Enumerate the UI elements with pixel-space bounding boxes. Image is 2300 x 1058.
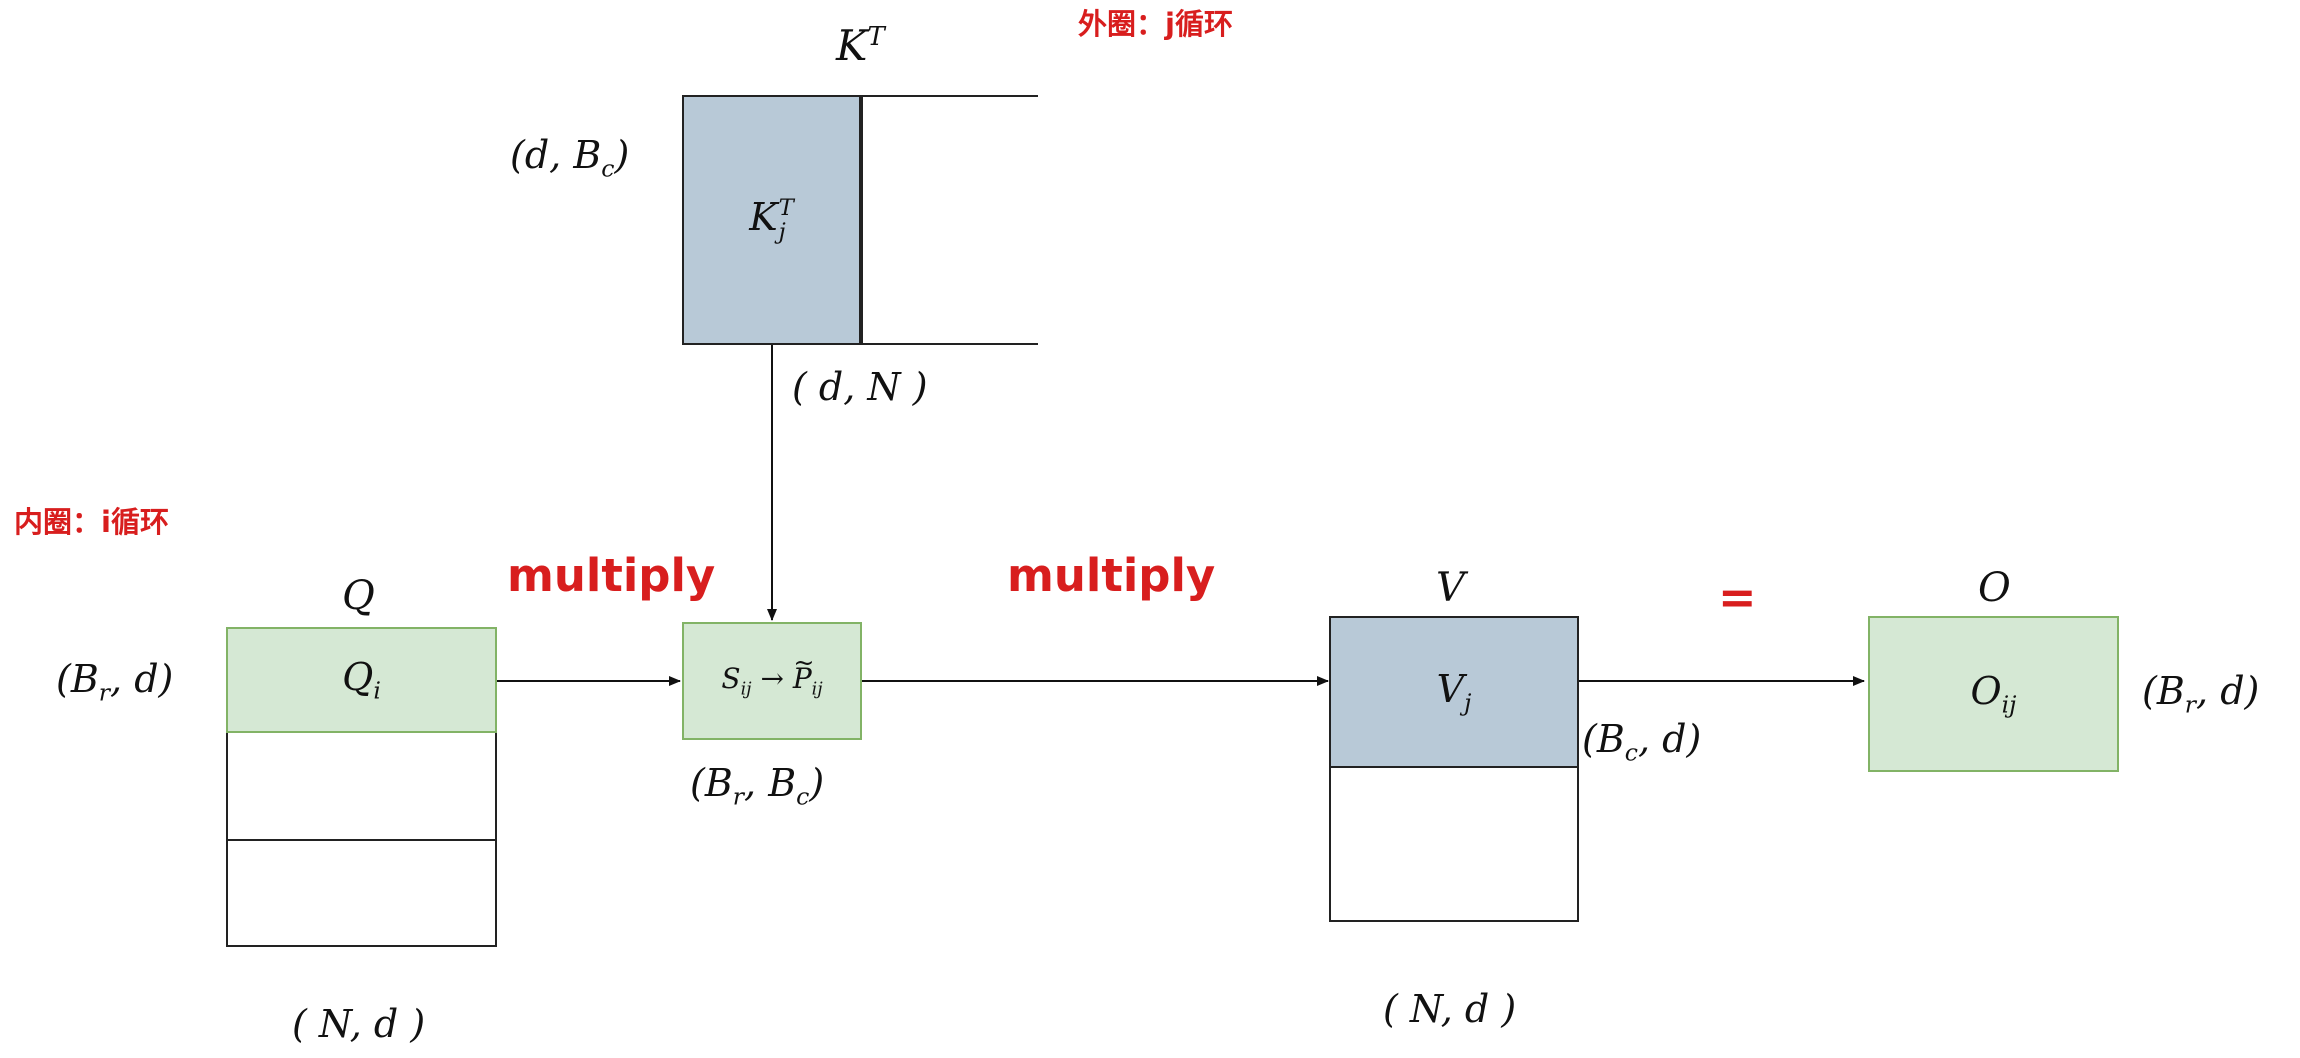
- inner-loop-label: 内圈：i循环: [14, 505, 169, 539]
- o-title: O: [1978, 565, 2011, 611]
- kt-full-shape-b: N: [867, 365, 901, 409]
- kt-block-shape-open: (: [510, 133, 525, 177]
- v-block-shape-a: B: [1596, 717, 1625, 761]
- multiply-label-left: multiply: [507, 549, 716, 602]
- v-block-shape: (Bc, d): [1582, 720, 1701, 765]
- s-shape-sep: ,: [744, 761, 769, 805]
- kt-title-base: K: [836, 21, 868, 70]
- v-block-shape-open: (: [1582, 717, 1597, 761]
- kt-title-sup: T: [867, 22, 885, 52]
- s-shape-open: (: [690, 761, 705, 805]
- kt-block-base: K: [749, 195, 778, 240]
- o-shape-close: ): [2244, 669, 2260, 713]
- q-full-shape: ( N, d ): [292, 1005, 425, 1043]
- q-block-shape-a-sub: r: [98, 678, 111, 707]
- q-row-3: [226, 839, 497, 947]
- q-block-shape-b: d: [134, 657, 159, 701]
- o-shape-a-sub: r: [2184, 690, 2197, 719]
- kt-block-shape: (d, Bc): [510, 136, 629, 181]
- v-block-shape-close: ): [1686, 717, 1702, 761]
- q-block-shape-a: B: [70, 657, 99, 701]
- q-full-shape-open: (: [292, 1002, 319, 1046]
- v-block-shape-a-sub: c: [1624, 738, 1638, 767]
- q-block-shape-open: (: [56, 657, 71, 701]
- s-block-p: P: [793, 648, 814, 695]
- o-block-base: O: [1970, 669, 2002, 714]
- s-shape-close: ): [809, 761, 825, 805]
- kt-full-shape-sep: ,: [843, 365, 868, 409]
- o-shape-open: (: [2142, 669, 2157, 713]
- q-block-shape-sep: ,: [110, 657, 135, 701]
- kt-title: KT: [836, 24, 885, 67]
- o-shape-a: B: [2156, 669, 2185, 713]
- q-block-i-label: Qi: [342, 655, 381, 705]
- kt-block-shape-b: B: [573, 133, 602, 177]
- kt-full-shape-close: ): [900, 365, 928, 409]
- q-row-2: [226, 733, 497, 841]
- o-block: Oij: [1868, 616, 2119, 772]
- s-block-p-sub: ij: [811, 679, 823, 700]
- v-block-sub: j: [1464, 688, 1472, 717]
- s-block-s: S: [721, 662, 741, 696]
- s-shape-a-sub: r: [732, 782, 745, 811]
- outer-loop-label: 外圈：j循环: [1078, 7, 1233, 41]
- o-shape-b: d: [2220, 669, 2245, 713]
- q-full-shape-a: N: [318, 1002, 350, 1046]
- kt-block-shape-a: d: [524, 133, 550, 177]
- v-block-j-label: Vj: [1437, 667, 1472, 717]
- kt-full-shape-open: (: [792, 365, 819, 409]
- v-block-j: Vj: [1329, 616, 1579, 768]
- q-title: Q: [342, 573, 375, 619]
- q-block-shape-close: ): [158, 657, 174, 701]
- kt-full-shape: ( d, N ): [792, 368, 928, 406]
- kt-full-shape-a: d: [818, 365, 844, 409]
- v-full-shape-b: d: [1464, 987, 1490, 1031]
- v-row-2: [1329, 766, 1579, 922]
- kt-block-sup: T: [778, 194, 794, 221]
- q-block-i: Qi: [226, 627, 497, 733]
- v-block-shape-sep: ,: [1637, 717, 1663, 761]
- s-block-s-sub: ij: [740, 679, 752, 700]
- v-block-shape-b: d: [1662, 717, 1687, 761]
- o-block-sub: ij: [2001, 690, 2017, 719]
- s-block-label: Sij → Pij: [721, 648, 823, 700]
- kt-block-shape-b-sub: c: [601, 154, 615, 183]
- q-block-sub: i: [373, 676, 381, 705]
- s-block-arrow: →: [760, 662, 784, 696]
- s-shape: (Br, Bc): [690, 764, 824, 809]
- q-block-shape: (Br, d): [56, 660, 173, 705]
- kt-block-shape-sep: ,: [549, 133, 574, 177]
- q-full-shape-sep: ,: [349, 1002, 374, 1046]
- v-block-base: V: [1436, 667, 1465, 712]
- v-full-shape-sep: ,: [1440, 987, 1465, 1031]
- q-full-shape-close: ): [398, 1002, 426, 1046]
- v-full-shape-close: ): [1489, 987, 1517, 1031]
- q-block-base: Q: [342, 655, 374, 700]
- multiply-label-right: multiply: [1007, 549, 1216, 602]
- equals-sign: =: [1718, 570, 1757, 624]
- v-full-shape-open: (: [1383, 987, 1410, 1031]
- s-shape-b: B: [768, 761, 797, 805]
- v-full-shape-a: N: [1409, 987, 1441, 1031]
- v-title: V: [1436, 565, 1465, 611]
- kt-block-shape-close: ): [614, 133, 630, 177]
- s-block: Sij → Pij: [682, 622, 862, 740]
- s-shape-b-sub: c: [796, 782, 810, 811]
- kt-column-2: [861, 97, 1038, 343]
- o-block-label: Oij: [1971, 669, 2017, 719]
- v-full-shape: ( N, d ): [1383, 990, 1516, 1028]
- q-full-shape-b: d: [373, 1002, 399, 1046]
- s-shape-a: B: [704, 761, 733, 805]
- o-shape: (Br, d): [2142, 672, 2259, 717]
- kt-block-sub: j: [778, 218, 786, 245]
- o-shape-sep: ,: [2196, 669, 2221, 713]
